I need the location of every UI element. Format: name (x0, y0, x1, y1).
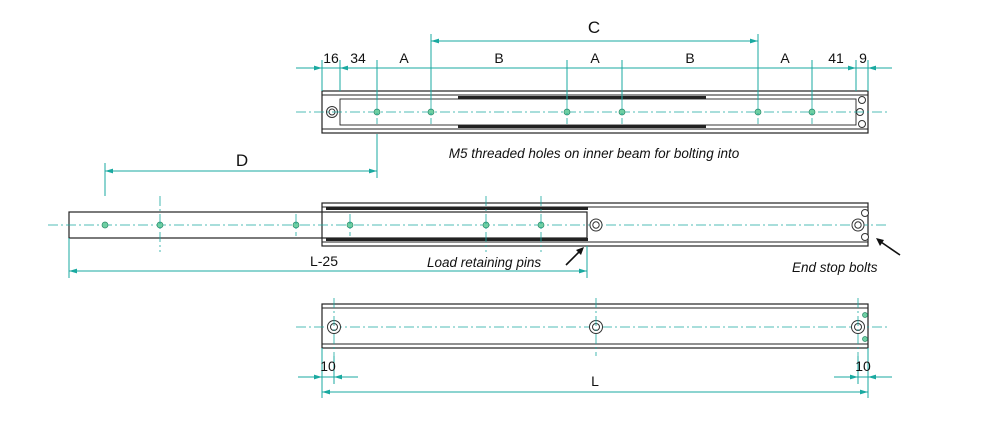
top-ball-bearing-band-lower (458, 125, 706, 128)
dimension-9-label: 9 (859, 50, 867, 66)
extended-view: D L-25 Load retaining pins End stop bolt… (48, 134, 901, 278)
dimension-a-label: A (780, 50, 790, 66)
dimension-a-label: A (590, 50, 600, 66)
dimension-10-right-label: 10 (855, 358, 871, 374)
mid-outer-rail (321, 202, 869, 247)
dimension-41-label: 41 (828, 50, 844, 66)
end-stop-bolts-note: End stop bolts (792, 260, 878, 275)
bottom-end-stop-bolt-upper (862, 312, 868, 318)
dimension-10-left-label: 10 (320, 358, 336, 374)
threaded-hole (101, 221, 109, 229)
dimension-b-label: B (685, 50, 694, 66)
top-end-stop-bolt-upper (858, 96, 866, 104)
top-end-stop-bolt-lower (858, 120, 866, 128)
dimension-34-label: 34 (350, 50, 366, 66)
bottom-outer-rail (321, 303, 869, 349)
dimension-c-label: C (588, 18, 600, 37)
dimension-b-label: B (494, 50, 503, 66)
bottom-view: 10 10 L (296, 298, 892, 398)
top-view: C 16 34 A B A B A 41 9 M5 threaded holes… (296, 18, 892, 161)
dimension-16-label: 16 (323, 50, 339, 66)
dimension-d-label: D (236, 151, 248, 170)
retaining-pins-note: Load retaining pins (427, 255, 541, 270)
bottom-end-stop-bolt-lower (862, 336, 868, 342)
dimension-l-label: L (591, 373, 599, 389)
dimension-a-label: A (399, 50, 409, 66)
top-ball-bearing-band-upper (458, 96, 706, 99)
mid-ball-bearing-band-upper (326, 207, 588, 210)
threaded-holes-note: M5 threaded holes on inner beam for bolt… (449, 146, 740, 161)
mid-ball-bearing-band-lower (326, 238, 588, 241)
mid-end-stop-bolt-upper (861, 209, 869, 217)
mid-end-stop-bolt-lower (861, 233, 869, 241)
dimension-l25-label: L-25 (310, 253, 338, 269)
